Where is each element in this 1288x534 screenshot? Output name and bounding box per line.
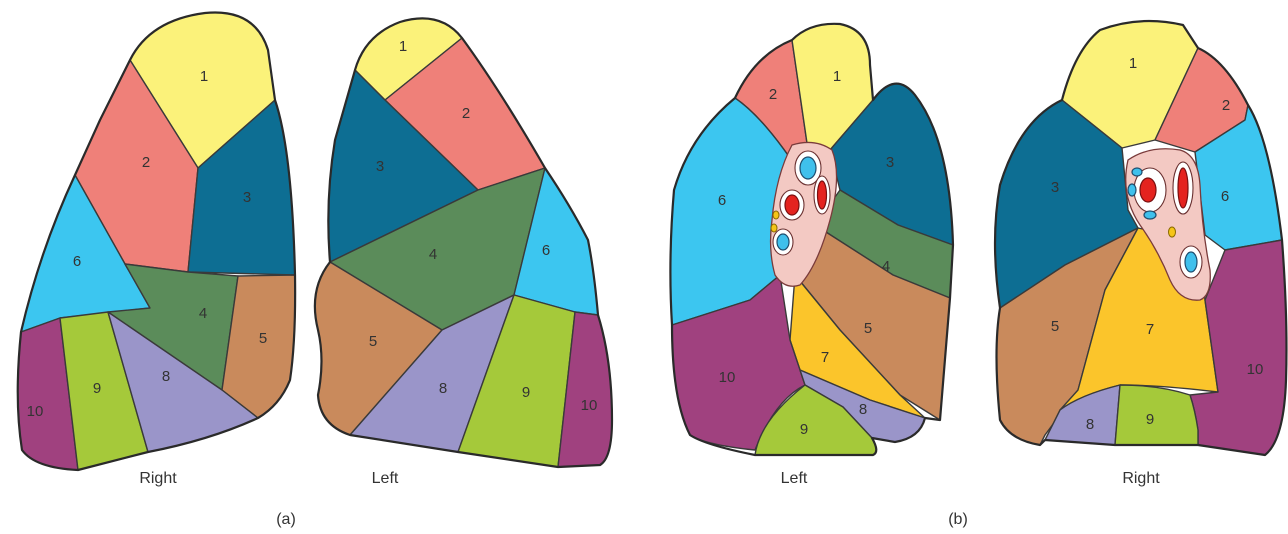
segment-label-3: 3	[886, 154, 894, 171]
segment-label-2: 2	[462, 105, 470, 122]
segment-label-1: 1	[1129, 55, 1137, 72]
segment-label-1: 1	[200, 68, 208, 85]
segment-label-7: 7	[1146, 321, 1154, 338]
segment-label-8: 8	[162, 368, 170, 385]
lymph-node-icon	[1169, 227, 1176, 237]
lung-label-right: Right	[139, 470, 177, 487]
panel-b-left-lung: 1 2 3 6 4 5 7 10 8 9 Left	[670, 24, 953, 487]
segment-label-3: 3	[243, 189, 251, 206]
segment-label-2: 2	[142, 154, 150, 171]
pulmonary-artery-icon	[1178, 168, 1188, 208]
segment-label-4: 4	[882, 258, 890, 275]
segment-label-2: 2	[1222, 97, 1230, 114]
panel-a-left-lung: 1 2 3 4 6 5 8 9 10 Left	[315, 18, 612, 487]
lymph-node-icon	[771, 224, 777, 232]
segment-9	[1115, 385, 1198, 445]
pulmonary-vein-icon	[1128, 184, 1136, 196]
panel-caption-a: (a)	[276, 511, 296, 528]
segment-label-5: 5	[864, 320, 872, 337]
segment-label-8: 8	[859, 401, 867, 418]
segment-label-8: 8	[1086, 416, 1094, 433]
segment-label-9: 9	[93, 380, 101, 397]
pulmonary-vein-icon	[1185, 252, 1197, 272]
segment-label-1: 1	[833, 68, 841, 85]
segment-label-6: 6	[718, 192, 726, 209]
panel-caption-b: (b)	[948, 511, 968, 528]
segment-label-2: 2	[769, 86, 777, 103]
segment-label-7: 7	[821, 349, 829, 366]
segment-label-10: 10	[1247, 361, 1264, 378]
segment-label-5: 5	[1051, 318, 1059, 335]
lung-label-right: Right	[1122, 470, 1160, 487]
segment-label-9: 9	[1146, 411, 1154, 428]
segment-label-9: 9	[800, 421, 808, 438]
pulmonary-vein-icon	[800, 157, 816, 179]
pulmonary-artery-icon	[785, 195, 799, 215]
segment-label-10: 10	[581, 397, 598, 414]
segment-label-1: 1	[399, 38, 407, 55]
lung-label-left: Left	[781, 470, 808, 487]
lymph-node-icon	[773, 211, 779, 219]
segment-label-3: 3	[376, 158, 384, 175]
pulmonary-artery-icon	[818, 181, 827, 209]
segment-label-10: 10	[27, 403, 44, 420]
segment-label-6: 6	[73, 253, 81, 270]
segment-label-4: 4	[199, 305, 207, 322]
segment-label-4: 4	[429, 246, 437, 263]
segment-label-6: 6	[1221, 188, 1229, 205]
segment-label-8: 8	[439, 380, 447, 397]
pulmonary-vein-icon	[1132, 168, 1142, 176]
segment-label-5: 5	[369, 333, 377, 350]
segment-label-5: 5	[259, 330, 267, 347]
pulmonary-vein-icon	[777, 234, 789, 250]
segment-label-3: 3	[1051, 179, 1059, 196]
lung-label-left: Left	[372, 470, 399, 487]
segment-label-9: 9	[522, 384, 530, 401]
panel-b-right-lung: 1 2 3 6 5 7 10 8 9 Right	[995, 21, 1287, 487]
panel-a-right-lung: 1 2 3 6 4 5 8 9 10 Right	[18, 12, 295, 487]
pulmonary-vein-icon	[1144, 211, 1156, 219]
segment-label-6: 6	[542, 242, 550, 259]
segment-label-10: 10	[719, 369, 736, 386]
pulmonary-artery-icon	[1140, 178, 1156, 202]
